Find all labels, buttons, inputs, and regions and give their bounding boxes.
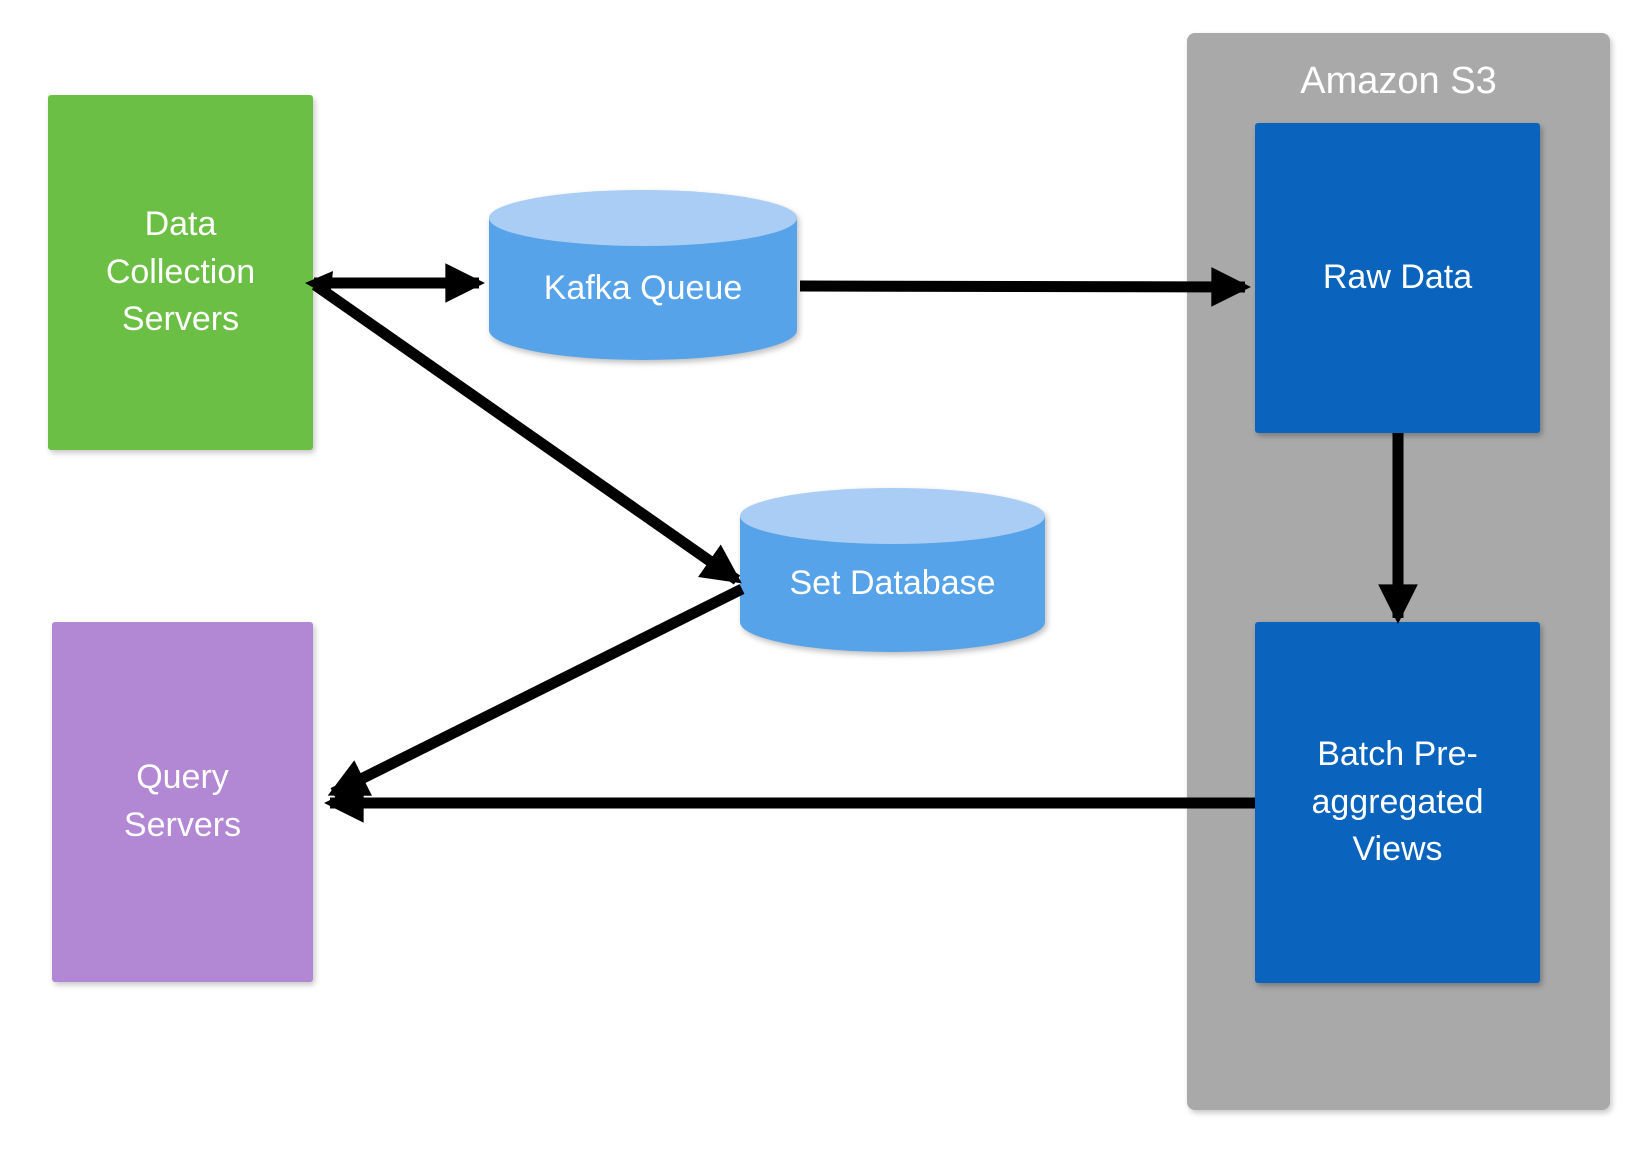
raw-data-label: Raw Data [1322,258,1473,297]
arrow-kafka-queue-to-raw-data [799,267,1251,307]
data-collection-servers-label: Data Collection Servers [105,205,256,339]
node-raw-data: Raw Data [1255,123,1540,433]
arrow-set-database-to-query-servers [327,584,745,798]
node-batch-pre-aggregated-views: Batch Pre-aggregated Views [1255,622,1540,983]
set-database-label: Set Database [789,564,996,603]
query-servers-label: Query Servers [123,758,242,844]
set-database-cylinder-body: Set Database [740,516,1045,652]
kafka-queue-label: Kafka Queue [543,269,743,308]
node-query-servers: Query Servers [52,622,313,982]
kafka-queue-cylinder-top [489,190,797,246]
node-kafka-queue: Kafka Queue [489,190,797,360]
amazon-s3-title: Amazon S3 [1300,60,1497,102]
node-set-database: Set Database [740,488,1045,652]
node-data-collection-servers: Data Collection Servers [48,95,313,450]
set-database-cylinder-top [740,488,1045,544]
node-amazon-s3-group: Amazon S3 Raw Data Batch Pre-aggregated … [1187,33,1610,1110]
batch-pre-aggregated-views-label: Batch Pre-aggregated Views [1311,735,1484,869]
